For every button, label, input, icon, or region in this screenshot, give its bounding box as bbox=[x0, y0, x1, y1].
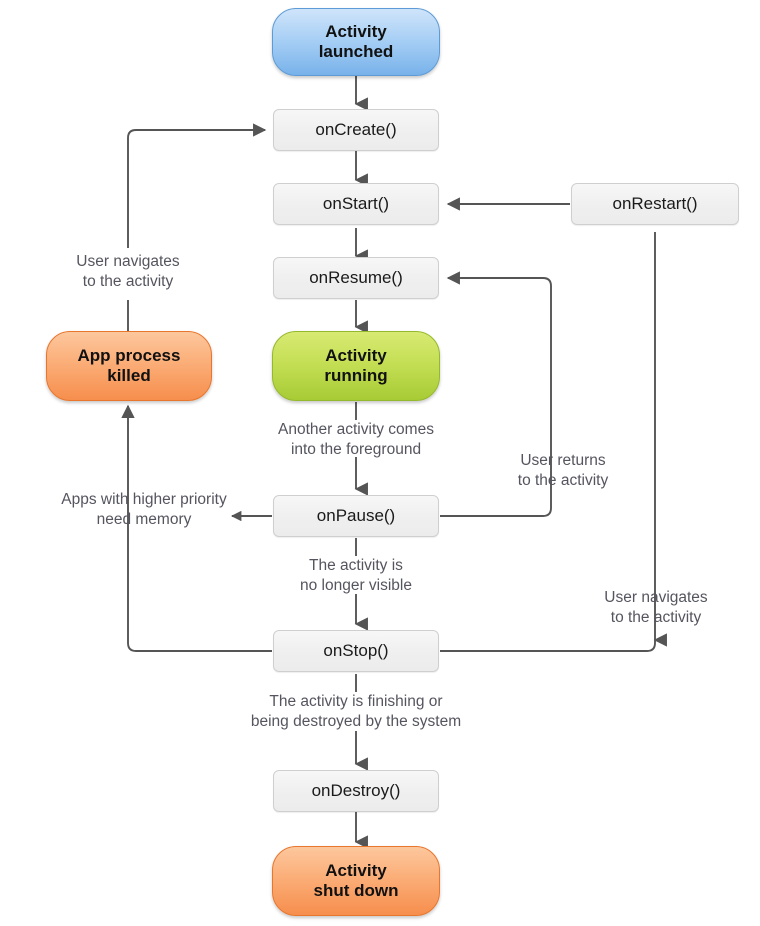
node-onresume[interactable]: onResume() bbox=[273, 257, 439, 299]
node-onstop[interactable]: onStop() bbox=[273, 630, 439, 672]
edge-onstop-to-app-killed bbox=[121, 404, 272, 652]
node-onpause[interactable]: onPause() bbox=[273, 495, 439, 537]
node-ondestroy[interactable]: onDestroy() bbox=[273, 770, 439, 812]
node-oncreate[interactable]: onCreate() bbox=[273, 109, 439, 151]
edge-label-user-navigates-to-oncreate bbox=[127, 123, 267, 248]
edge-onstop-to-label-user-navigates-right bbox=[440, 640, 656, 652]
node-onstart[interactable]: onStart() bbox=[273, 183, 439, 225]
edge-onpause-to-onresume bbox=[440, 271, 552, 517]
node-onrestart[interactable]: onRestart() bbox=[571, 183, 739, 225]
